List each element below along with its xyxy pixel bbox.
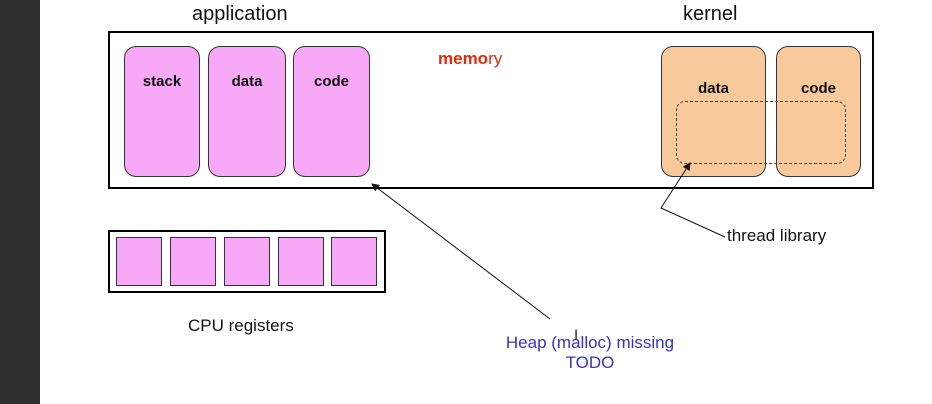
memory-title: memory: [438, 49, 503, 68]
register-cell: [116, 237, 162, 286]
thread-library-label: thread library: [727, 226, 827, 245]
text-cursor-icon: I: [574, 328, 578, 344]
app-segment-label: code: [313, 73, 349, 90]
app-segment-label: stack: [142, 73, 182, 90]
cpu-registers-label: CPU registers: [188, 316, 294, 335]
dark-sidebar: [0, 0, 40, 404]
memory-box: [108, 31, 874, 189]
heap-note-line2: TODO: [565, 353, 615, 372]
cpu-registers-box: [108, 230, 386, 293]
kernel-segment-label: data: [698, 80, 729, 97]
heap-note: Heap (malloc) missing TODO: [478, 333, 702, 373]
app-segment-stack: stack: [124, 46, 200, 177]
register-cell: [331, 237, 377, 286]
app-segment-data: data: [208, 46, 286, 177]
application-label: application: [192, 3, 288, 25]
kernel-label: kernel: [683, 3, 738, 25]
thread-library-arrow: [660, 162, 726, 238]
kernel-segment-code: code: [776, 46, 861, 177]
thread-library-region: [676, 101, 846, 164]
register-cell: [170, 237, 216, 286]
register-cell: [278, 237, 324, 286]
kernel-segment-label: code: [800, 80, 836, 97]
app-segment-label: data: [231, 73, 263, 90]
heap-arrow: [371, 183, 551, 320]
heap-note-line1: Heap (malloc) missing: [505, 333, 675, 352]
register-cell: [224, 237, 270, 286]
app-segment-code: code: [293, 46, 370, 177]
